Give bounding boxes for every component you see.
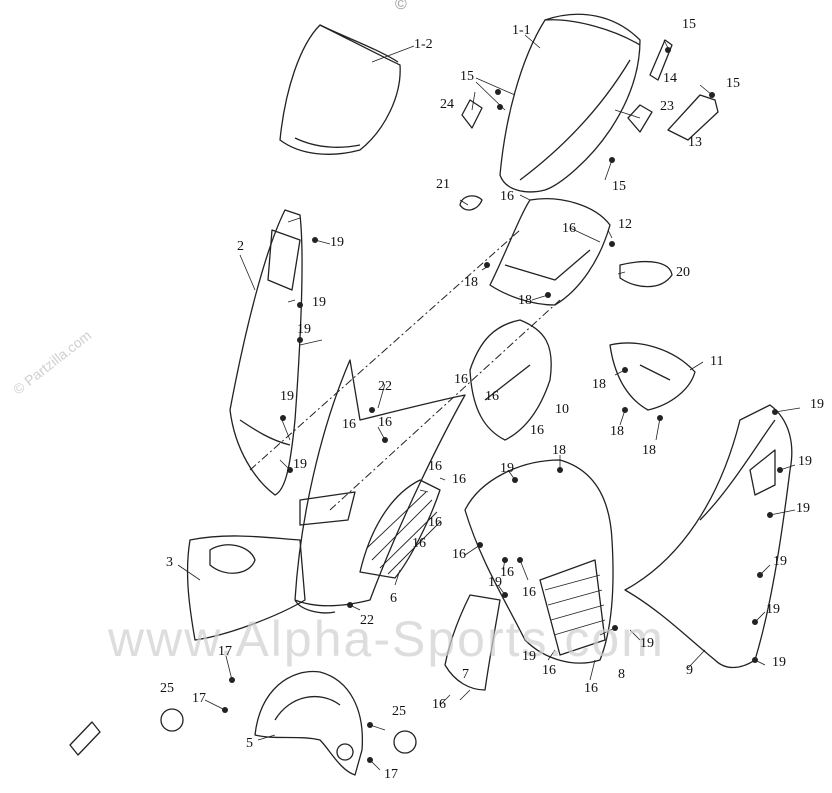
callout-16: 16	[454, 372, 468, 387]
callout-16: 16	[485, 389, 499, 404]
callout-19: 19	[810, 397, 824, 412]
part-front-fender-5	[254, 670, 364, 776]
part-inner-cover-10	[469, 319, 552, 441]
callout-5: 5	[246, 736, 253, 751]
callout-16: 16	[428, 459, 442, 474]
callout-2: 2	[237, 239, 244, 254]
callout-18: 18	[592, 377, 606, 392]
part-bracket-13	[667, 94, 719, 141]
callout-12: 12	[618, 217, 632, 232]
part-clip-24	[461, 99, 483, 129]
part-reflector-25-left	[160, 708, 184, 732]
callout-19: 19	[280, 389, 294, 404]
callout-21: 21	[436, 177, 450, 192]
callout-11: 11	[710, 354, 724, 369]
part-clip-23	[627, 104, 653, 133]
callout-19: 19	[766, 602, 780, 617]
part-tag	[69, 721, 101, 756]
callout-16: 16	[432, 697, 446, 712]
callout-10: 10	[555, 402, 569, 417]
callout-19: 19	[488, 575, 502, 590]
callout-19: 19	[297, 322, 311, 337]
callout-19: 19	[772, 655, 786, 670]
callout-17: 17	[192, 691, 206, 706]
callout-19: 19	[640, 636, 654, 651]
part-bracket-7	[444, 594, 501, 691]
callout-6: 6	[390, 591, 397, 606]
callout-16: 16	[500, 189, 514, 204]
callout-15: 15	[460, 69, 474, 84]
callout-17: 17	[384, 767, 398, 782]
callout-23: 23	[660, 99, 674, 114]
callout-13: 13	[688, 135, 702, 150]
callout-8: 8	[618, 667, 625, 682]
part-front-panel	[294, 359, 466, 614]
part-small-cover-11	[609, 342, 696, 411]
callout-16: 16	[562, 221, 576, 236]
callout-16: 16	[428, 515, 442, 530]
part-lower-panel-3	[186, 535, 306, 641]
callout-19: 19	[796, 501, 810, 516]
callout-15: 15	[726, 76, 740, 91]
callout-19: 19	[330, 235, 344, 250]
callout-19: 19	[293, 457, 307, 472]
callout-16: 16	[378, 415, 392, 430]
callout-19: 19	[798, 454, 812, 469]
callout-17: 17	[218, 644, 232, 659]
part-pad-20	[619, 260, 673, 288]
callout-3: 3	[166, 555, 173, 570]
callout-25: 25	[160, 681, 174, 696]
callout-16: 16	[542, 663, 556, 678]
callout-16: 16	[530, 423, 544, 438]
callout-16: 16	[584, 681, 598, 696]
callout-19: 19	[522, 649, 536, 664]
callout-14: 14	[663, 71, 677, 86]
part-side-panel-2	[229, 209, 303, 496]
callout-1-2: 1-2	[414, 37, 433, 52]
callout-16: 16	[452, 472, 466, 487]
callout-25: 25	[392, 704, 406, 719]
part-front-upper-cowl-1-1	[499, 13, 641, 193]
callout-18: 18	[610, 424, 624, 439]
callout-15: 15	[682, 17, 696, 32]
callout-22: 22	[378, 379, 392, 394]
alpha-sports-watermark: www.Alpha-Sports.com	[108, 611, 665, 667]
callout-16: 16	[500, 565, 514, 580]
callout-20: 20	[676, 265, 690, 280]
callout-16: 16	[412, 536, 426, 551]
callout-15: 15	[612, 179, 626, 194]
callout-16: 16	[452, 547, 466, 562]
part-meter-bracket-12	[489, 198, 611, 306]
part-grill-6	[359, 479, 441, 579]
callout-22: 22	[360, 613, 374, 628]
part-windscreen-1-2	[279, 24, 401, 155]
callout-1-1: 1-1	[512, 23, 531, 38]
fasteners	[222, 47, 783, 763]
callout-24: 24	[440, 97, 454, 112]
part-reflector-25-right	[393, 730, 417, 754]
callout-16: 16	[522, 585, 536, 600]
part-center-panel-8	[464, 459, 614, 664]
part-piece-21	[459, 195, 483, 211]
part-side-panel-9	[624, 404, 793, 669]
callout-16: 16	[342, 417, 356, 432]
callout-19: 19	[500, 461, 514, 476]
callout-7: 7	[462, 667, 469, 682]
callout-18: 18	[518, 293, 532, 308]
callout-18: 18	[464, 275, 478, 290]
part-bracket-14	[649, 39, 673, 81]
copyright-mark: ©	[395, 0, 407, 13]
callout-18: 18	[552, 443, 566, 458]
callout-19: 19	[312, 295, 326, 310]
callout-9: 9	[686, 663, 693, 678]
callout-19: 19	[773, 554, 787, 569]
callout-18: 18	[642, 443, 656, 458]
